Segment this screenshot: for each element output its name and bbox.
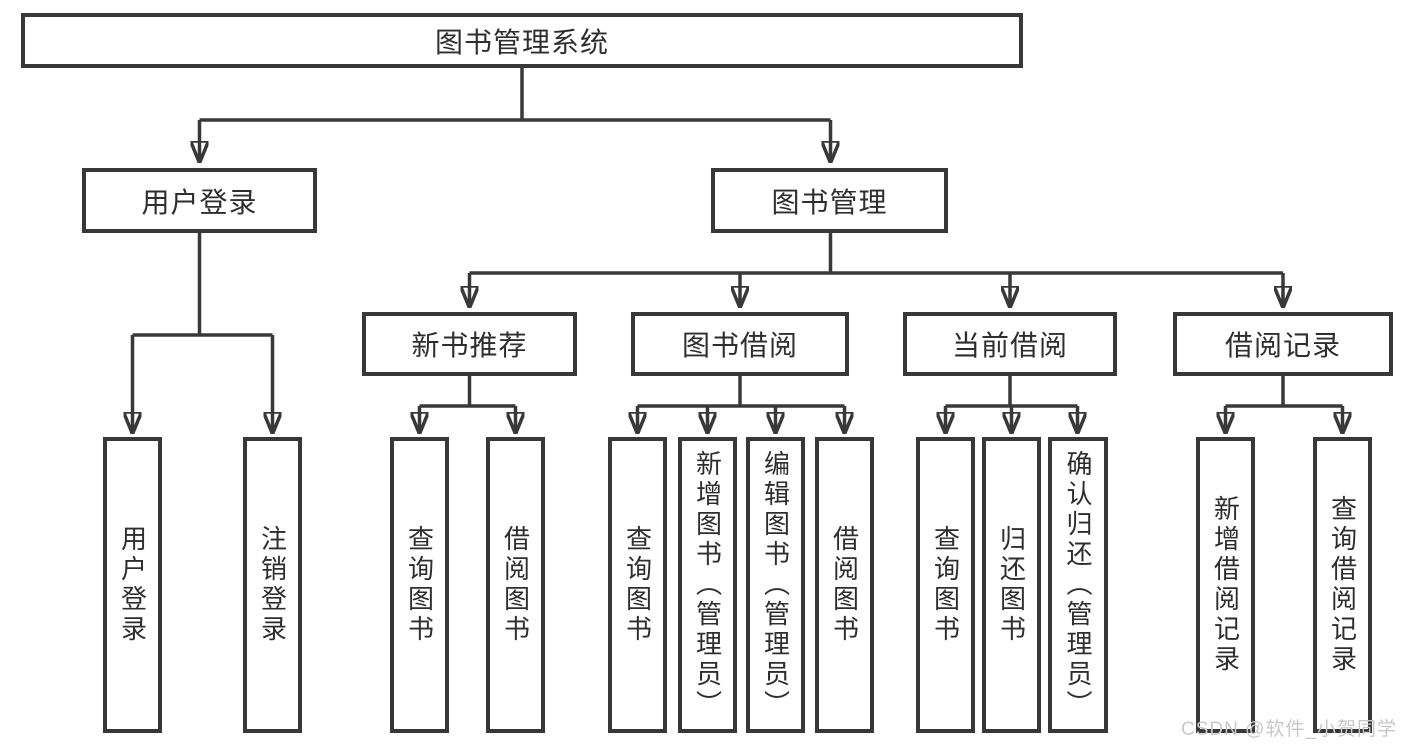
leaf-borrow-books-2: 借阅图书	[815, 437, 874, 733]
leaf-return-books: 归还图书	[982, 437, 1041, 733]
leaf-label: 查询图书	[930, 525, 961, 645]
leaf-user-login: 用户登录	[103, 437, 162, 733]
leaf-label: 注销登录	[257, 525, 288, 645]
leaf-label: 查询借阅记录	[1327, 495, 1358, 675]
leaf-query-books-3: 查询图书	[916, 437, 975, 733]
leaf-label: 用户登录	[117, 525, 148, 645]
connector-user-login-children	[133, 233, 273, 433]
node-book-borrowing: 图书借阅	[631, 312, 849, 376]
connector-book-borrow-children	[638, 376, 845, 433]
node-current-borrowing: 当前借阅	[903, 312, 1117, 376]
connector-new-book-children	[420, 376, 516, 433]
node-label: 用户登录	[141, 186, 258, 218]
node-label: 当前借阅	[951, 330, 1068, 361]
leaf-label: 新增借阅记录	[1210, 495, 1241, 675]
leaf-borrow-books: 借阅图书	[486, 437, 545, 733]
leaf-label: 借阅图书	[500, 525, 531, 645]
node-book-management: 图书管理	[711, 168, 948, 233]
connector-current-borrow-children	[946, 376, 1078, 433]
connector-book-management-children	[470, 233, 1284, 307]
leaf-label: 查询图书	[622, 525, 653, 645]
node-label: 新书推荐	[411, 330, 528, 361]
node-label: 借阅记录	[1224, 330, 1341, 361]
node-borrowing-records: 借阅记录	[1173, 312, 1393, 376]
leaf-label: 确认归还（管理员）	[1063, 450, 1093, 720]
leaf-add-book-admin: 新增图书（管理员）	[678, 437, 737, 733]
leaf-query-borrow-record: 查询借阅记录	[1313, 437, 1372, 733]
leaf-edit-book-admin: 编辑图书（管理员）	[746, 437, 805, 733]
leaf-label: 查询图书	[404, 525, 435, 645]
node-label: 图书借阅	[681, 330, 798, 361]
leaf-confirm-return-admin: 确认归还（管理员）	[1048, 437, 1108, 733]
connector-root-to-level2	[200, 68, 831, 162]
leaf-label: 新增图书（管理员）	[692, 450, 723, 720]
leaf-query-books: 查询图书	[390, 437, 449, 733]
leaf-label: 归还图书	[996, 525, 1027, 645]
node-label: 图书管理	[771, 186, 888, 218]
node-user-login: 用户登录	[82, 168, 317, 233]
leaf-query-books-2: 查询图书	[608, 437, 667, 733]
leaf-add-borrow-record: 新增借阅记录	[1196, 437, 1255, 733]
node-label: 图书管理系统	[434, 26, 609, 58]
connector-borrow-record-children	[1226, 376, 1343, 433]
leaf-logout: 注销登录	[243, 437, 302, 733]
leaf-label: 借阅图书	[829, 525, 860, 645]
csdn-watermark: CSDN @软件_小贺同学	[1181, 719, 1397, 740]
node-library-management-system: 图书管理系统	[21, 13, 1023, 68]
leaf-label: 编辑图书（管理员）	[760, 450, 791, 720]
node-new-book-recommend: 新书推荐	[362, 312, 577, 376]
